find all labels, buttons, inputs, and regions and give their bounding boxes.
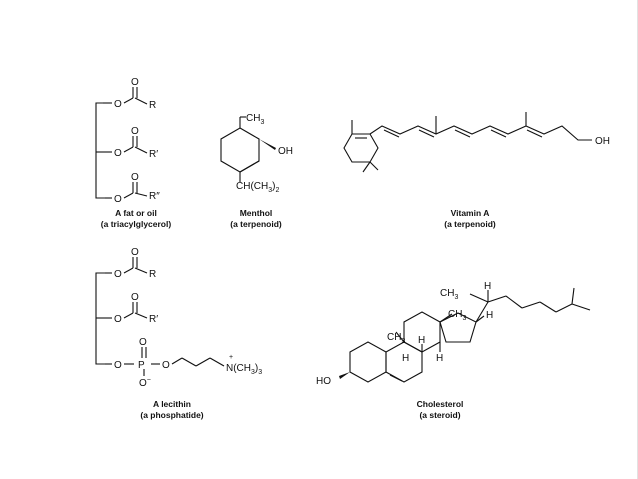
vitamin-a-classification: (a terpenoid): [444, 219, 496, 229]
lecithin-name: A lecithin: [153, 399, 191, 409]
fat-classification: (a triacylglycerol): [101, 219, 172, 229]
fat-ester3-oxygen: O: [114, 194, 122, 205]
menthol-bonds: [220, 116, 260, 182]
lecithin-nitrogen-charge: +: [229, 354, 233, 361]
lecithin-phosphoryl-oxygen: O: [139, 337, 147, 348]
lecithin-ester1-oxygen: O: [114, 269, 122, 280]
menthol-isopropyl-label: CH(CH3)2: [236, 181, 279, 194]
lecithin-carbonyl1-oxygen: O: [131, 247, 139, 258]
menthol-ch3-label: CH3: [246, 113, 264, 126]
cholesterol-ho-label: HO: [316, 376, 331, 387]
cholesterol-name: Cholesterol: [417, 399, 464, 409]
cholesterol-c18-methyl-label: CH3: [448, 309, 466, 322]
vitamin-a-bonds: [343, 112, 592, 173]
cholesterol-c17-hydrogen: H: [486, 310, 493, 321]
fat-r3-label: R″: [149, 191, 160, 202]
lecithin-molecule: O O R O O R′ O O P O− O + N(CH3)3 A leci…: [95, 247, 262, 420]
lecithin-ester2-oxygen: O: [114, 314, 122, 325]
lecithin-r1-label: R: [149, 269, 156, 280]
fat-molecule: O O R O O R′ O O R″ A fat or oil (a tria…: [95, 77, 172, 229]
fat-r2-label: R′: [149, 149, 158, 160]
fat-ester2-oxygen: O: [114, 148, 122, 159]
fat-name: A fat or oil: [115, 208, 157, 218]
lecithin-bonds: [95, 257, 225, 376]
menthol-molecule: CH3 OH CH(CH3)2 Menthol (a terpenoid): [220, 113, 293, 229]
lecithin-choline-oxygen: O: [162, 360, 170, 371]
cholesterol-c20-hydrogen: H: [484, 281, 491, 292]
cholesterol-molecule: HO CH3 CH3 CH3 H H H H H Cholesterol (a …: [316, 281, 591, 420]
cholesterol-c21-methyl-label: CH3: [440, 288, 458, 301]
lecithin-trimethylammonium-label: N(CH3)3: [226, 363, 262, 376]
lecithin-carbonyl2-oxygen: O: [131, 292, 139, 303]
cholesterol-classification: (a steroid): [419, 410, 460, 420]
fat-bonds: [95, 87, 148, 199]
cholesterol-c9-hydrogen: H: [402, 353, 409, 364]
cholesterol-c8-hydrogen: H: [418, 335, 425, 346]
fat-r1-label: R: [149, 100, 156, 111]
vitamin-a-name: Vitamin A: [451, 208, 490, 218]
menthol-oh-label: OH: [278, 146, 293, 157]
menthol-classification: (a terpenoid): [230, 219, 282, 229]
fat-ester1-oxygen: O: [114, 99, 122, 110]
vitamin-a-molecule: OH Vitamin A (a terpenoid): [343, 112, 610, 229]
lecithin-phosphorus-label: P: [138, 360, 145, 371]
lecithin-classification: (a phosphatide): [140, 410, 203, 420]
vitamin-a-oh-label: OH: [595, 136, 610, 147]
fat-carbonyl1-oxygen: O: [131, 77, 139, 88]
cholesterol-c14-hydrogen: H: [436, 353, 443, 364]
lecithin-r2-label: R′: [149, 314, 158, 325]
cholesterol-bonds: [349, 287, 591, 383]
menthol-name: Menthol: [240, 208, 273, 218]
fat-carbonyl2-oxygen: O: [131, 126, 139, 137]
menthol-oh-wedge: [259, 139, 276, 150]
lecithin-anionic-oxygen: O−: [139, 377, 151, 389]
lecithin-phosphate-ester-oxygen: O: [114, 360, 122, 371]
fat-carbonyl3-oxygen: O: [131, 172, 139, 183]
cholesterol-ho-wedge: [339, 372, 350, 379]
cholesterol-c19-methyl-label: CH3: [387, 332, 405, 345]
